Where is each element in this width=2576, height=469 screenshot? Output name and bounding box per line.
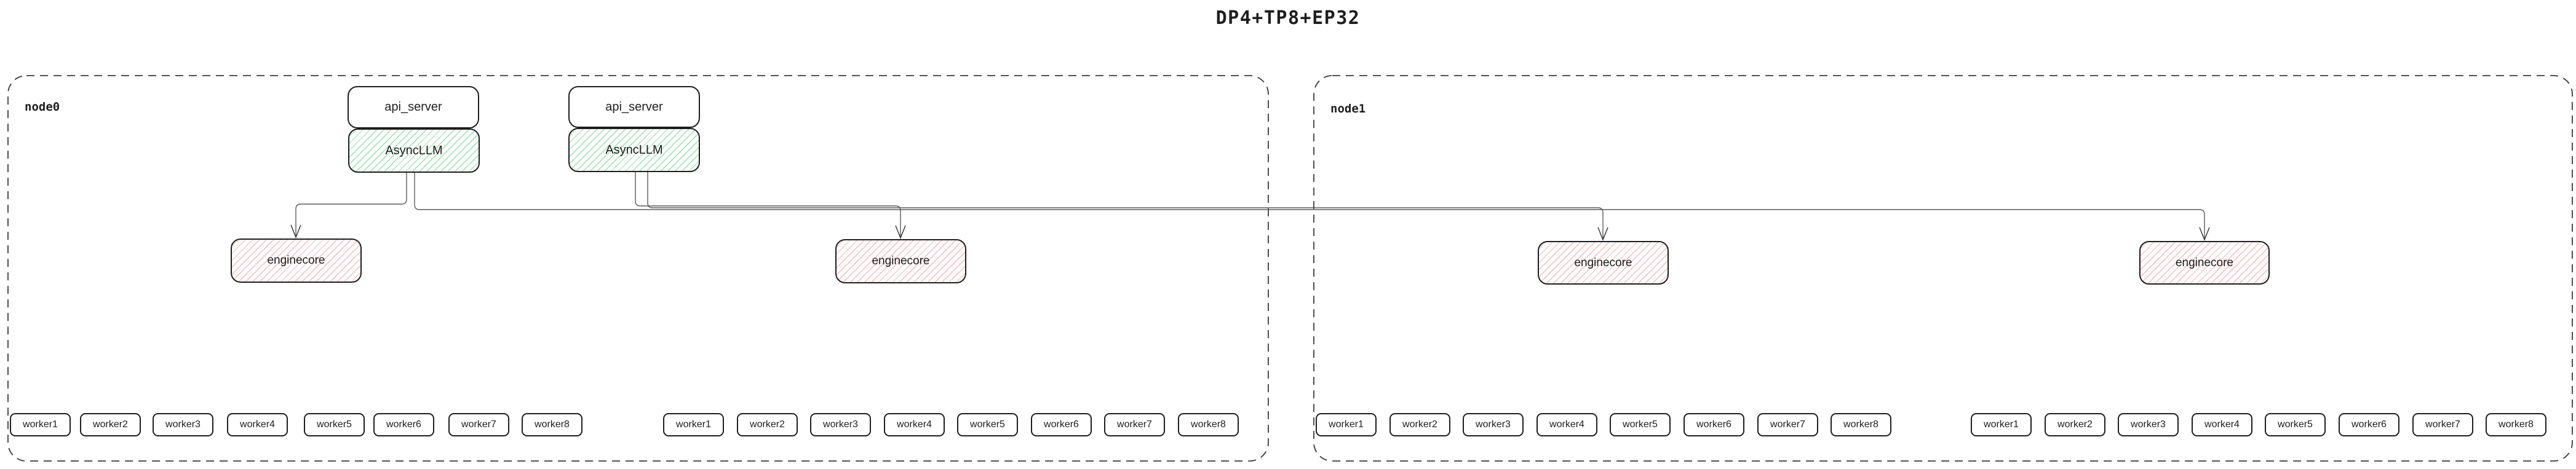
worker-box: worker1 [1971,413,2032,436]
worker-box: worker2 [737,413,798,436]
worker-box: worker5 [2265,413,2326,436]
node1-label: node1 [1330,102,1366,116]
enginecore-box-1: enginecore [231,238,362,283]
api-server-box-2: api_server [568,86,700,128]
arrowhead-enginecore1 [290,224,301,238]
worker-box: worker8 [1178,413,1239,436]
worker-box: worker7 [2412,413,2473,436]
enginecore-box-3: enginecore [1538,241,1669,285]
worker-box: worker2 [1389,413,1450,436]
arrowhead-enginecore3 [1597,227,1608,241]
diagram-title: DP4+TP8+EP32 [1215,7,1361,29]
enginecore-box-4: enginecore [2139,241,2270,285]
worker-box: worker5 [1610,413,1671,436]
worker-box: worker4 [2192,413,2252,436]
worker-box: worker8 [522,413,582,436]
worker-box: worker2 [80,413,141,436]
enginecore-box-2: enginecore [835,239,966,283]
asyncllm-box-2: AsyncLLM [568,128,700,172]
connector-asyncllm1-to-enginecore1 [295,173,407,236]
arrowhead-enginecore4 [2199,227,2210,241]
worker-box: worker1 [10,413,71,436]
worker-box: worker6 [2339,413,2399,436]
worker-box: worker3 [1463,413,1524,436]
worker-box: worker6 [373,413,434,436]
worker-box: worker4 [884,413,945,436]
worker-box: worker8 [1831,413,1891,436]
worker-box: worker3 [153,413,213,436]
worker-box: worker7 [448,413,509,436]
worker-box: worker4 [1536,413,1597,436]
worker-box: worker5 [957,413,1018,436]
worker-box: worker1 [663,413,724,436]
connector-asyncllm2-to-enginecore3 [647,172,1604,238]
node1-container [1313,75,2573,462]
worker-box: worker7 [1104,413,1165,436]
worker-box: worker3 [2118,413,2179,436]
worker-box: worker4 [227,413,288,436]
worker-box: worker5 [304,413,365,436]
connector-asyncllm2-to-enginecore2 [635,172,901,237]
worker-box: worker2 [2045,413,2105,436]
asyncllm-box-1: AsyncLLM [348,128,480,173]
worker-box: worker6 [1031,413,1092,436]
connector-asyncllm1-to-enginecore4 [414,173,2205,238]
worker-box: worker6 [1684,413,1744,436]
worker-box: worker7 [1757,413,1818,436]
worker-box: worker8 [2486,413,2546,436]
node0-label: node0 [25,100,60,114]
arrowhead-enginecore2 [895,225,906,239]
api-server-box-1: api_server [348,86,479,128]
worker-box: worker3 [810,413,871,436]
worker-box: worker1 [1316,413,1377,436]
